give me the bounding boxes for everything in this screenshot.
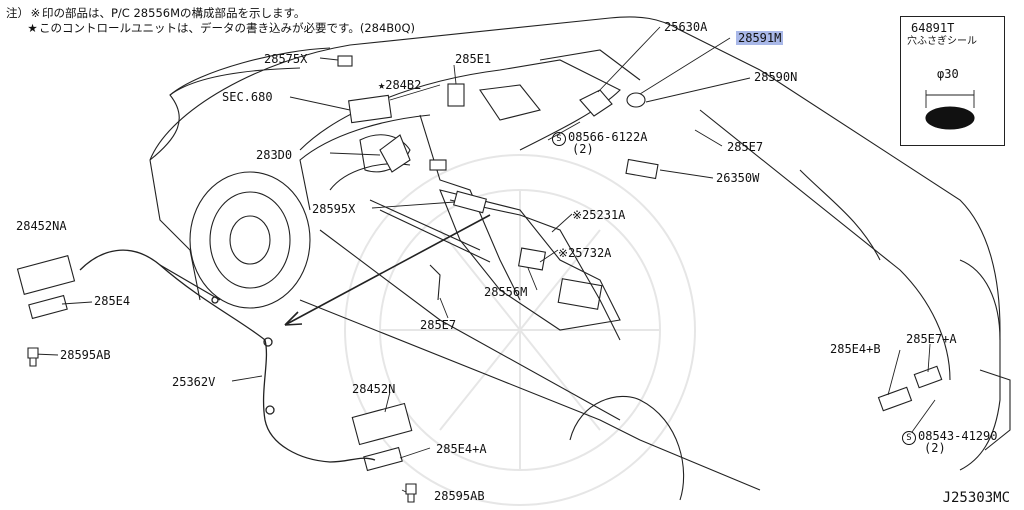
note-line-2: ★このコントロールユニットは、データの書き込みが必要です。(284B0Q): [26, 21, 415, 35]
inset-description: 穴ふさぎシール: [907, 36, 977, 47]
drawing-number: J25303MC: [942, 490, 1010, 506]
section-ref-680[interactable]: SEC.680: [222, 90, 273, 104]
quantity-08543: (2): [924, 441, 946, 455]
part-label-28595AB-bottom[interactable]: 28595AB: [434, 489, 485, 503]
part-number-text: 08543-41290: [918, 429, 998, 443]
wiring-harness: [79, 249, 376, 463]
part-label-25362V[interactable]: 25362V: [172, 375, 216, 389]
part-label-28595X[interactable]: 28595X: [312, 202, 356, 216]
part-label-28591M[interactable]: 28591M: [736, 31, 784, 45]
star-symbol: ★: [27, 21, 38, 35]
dashboard: [299, 49, 641, 421]
watermark-emblem: [344, 154, 696, 506]
part-label-284B2[interactable]: ★284B2: [378, 78, 422, 92]
part-label-25231A[interactable]: ※25231A: [572, 208, 626, 222]
part-label-28595AB-top[interactable]: 28595AB: [60, 348, 111, 362]
bolt-icons: [27, 347, 417, 503]
part-label-28575X[interactable]: 28575X: [264, 52, 308, 66]
part-label-285E7-mid[interactable]: 285E7: [420, 318, 457, 332]
part-label-26350W[interactable]: 26350W: [716, 171, 760, 185]
part-label-285E7-A[interactable]: 285E7+A: [906, 332, 957, 346]
note-line-1: 注）※印の部品は、P/C 28556Mの構成部品を示します。: [6, 6, 305, 20]
note-text-1: 印の部品は、P/C 28556Mの構成部品を示します。: [42, 6, 306, 20]
hole-seal-shape: [925, 106, 975, 130]
component-sketches: [16, 55, 943, 472]
screw-icon: S: [902, 431, 916, 445]
part-label-28556M[interactable]: 28556M: [484, 285, 528, 299]
part-label-285E7-top[interactable]: 285E7: [727, 140, 764, 154]
note-prefix: 注）: [6, 6, 29, 20]
inset-part-number[interactable]: 64891T: [911, 21, 955, 35]
part-label-25732A[interactable]: ※25732A: [558, 246, 612, 260]
part-label-25630A[interactable]: 25630A: [664, 20, 708, 34]
quantity-08566: (2): [572, 142, 594, 156]
part-label-285E4-B[interactable]: 285E4+B: [830, 342, 881, 356]
console: [369, 189, 621, 331]
front-wheel: [189, 171, 311, 309]
part-label-28590N[interactable]: 28590N: [754, 70, 798, 84]
inset-box: 64891T 穴ふさぎシール φ30: [900, 16, 1005, 146]
asterisk-symbol: ※: [30, 6, 41, 20]
part-number-text: 08566-6122A: [568, 130, 648, 144]
part-label-28452N[interactable]: 28452N: [352, 382, 396, 396]
part-label-283D0[interactable]: 283D0: [256, 148, 293, 162]
pointer-arrow: [284, 214, 491, 326]
inset-dimension: φ30: [937, 67, 959, 81]
leader-lines: [33, 26, 936, 496]
part-label-285E4-A[interactable]: 285E4+A: [436, 442, 487, 456]
screw-icon: S: [552, 132, 566, 146]
part-label-285E1[interactable]: 285E1: [455, 52, 492, 66]
note-text-2: このコントロールユニットは、データの書き込みが必要です。(284B0Q): [39, 21, 416, 35]
part-label-285E4[interactable]: 285E4: [94, 294, 131, 308]
car-body: [149, 16, 1011, 501]
part-label-28452NA[interactable]: 28452NA: [16, 219, 67, 233]
dimension-line: [925, 90, 975, 108]
